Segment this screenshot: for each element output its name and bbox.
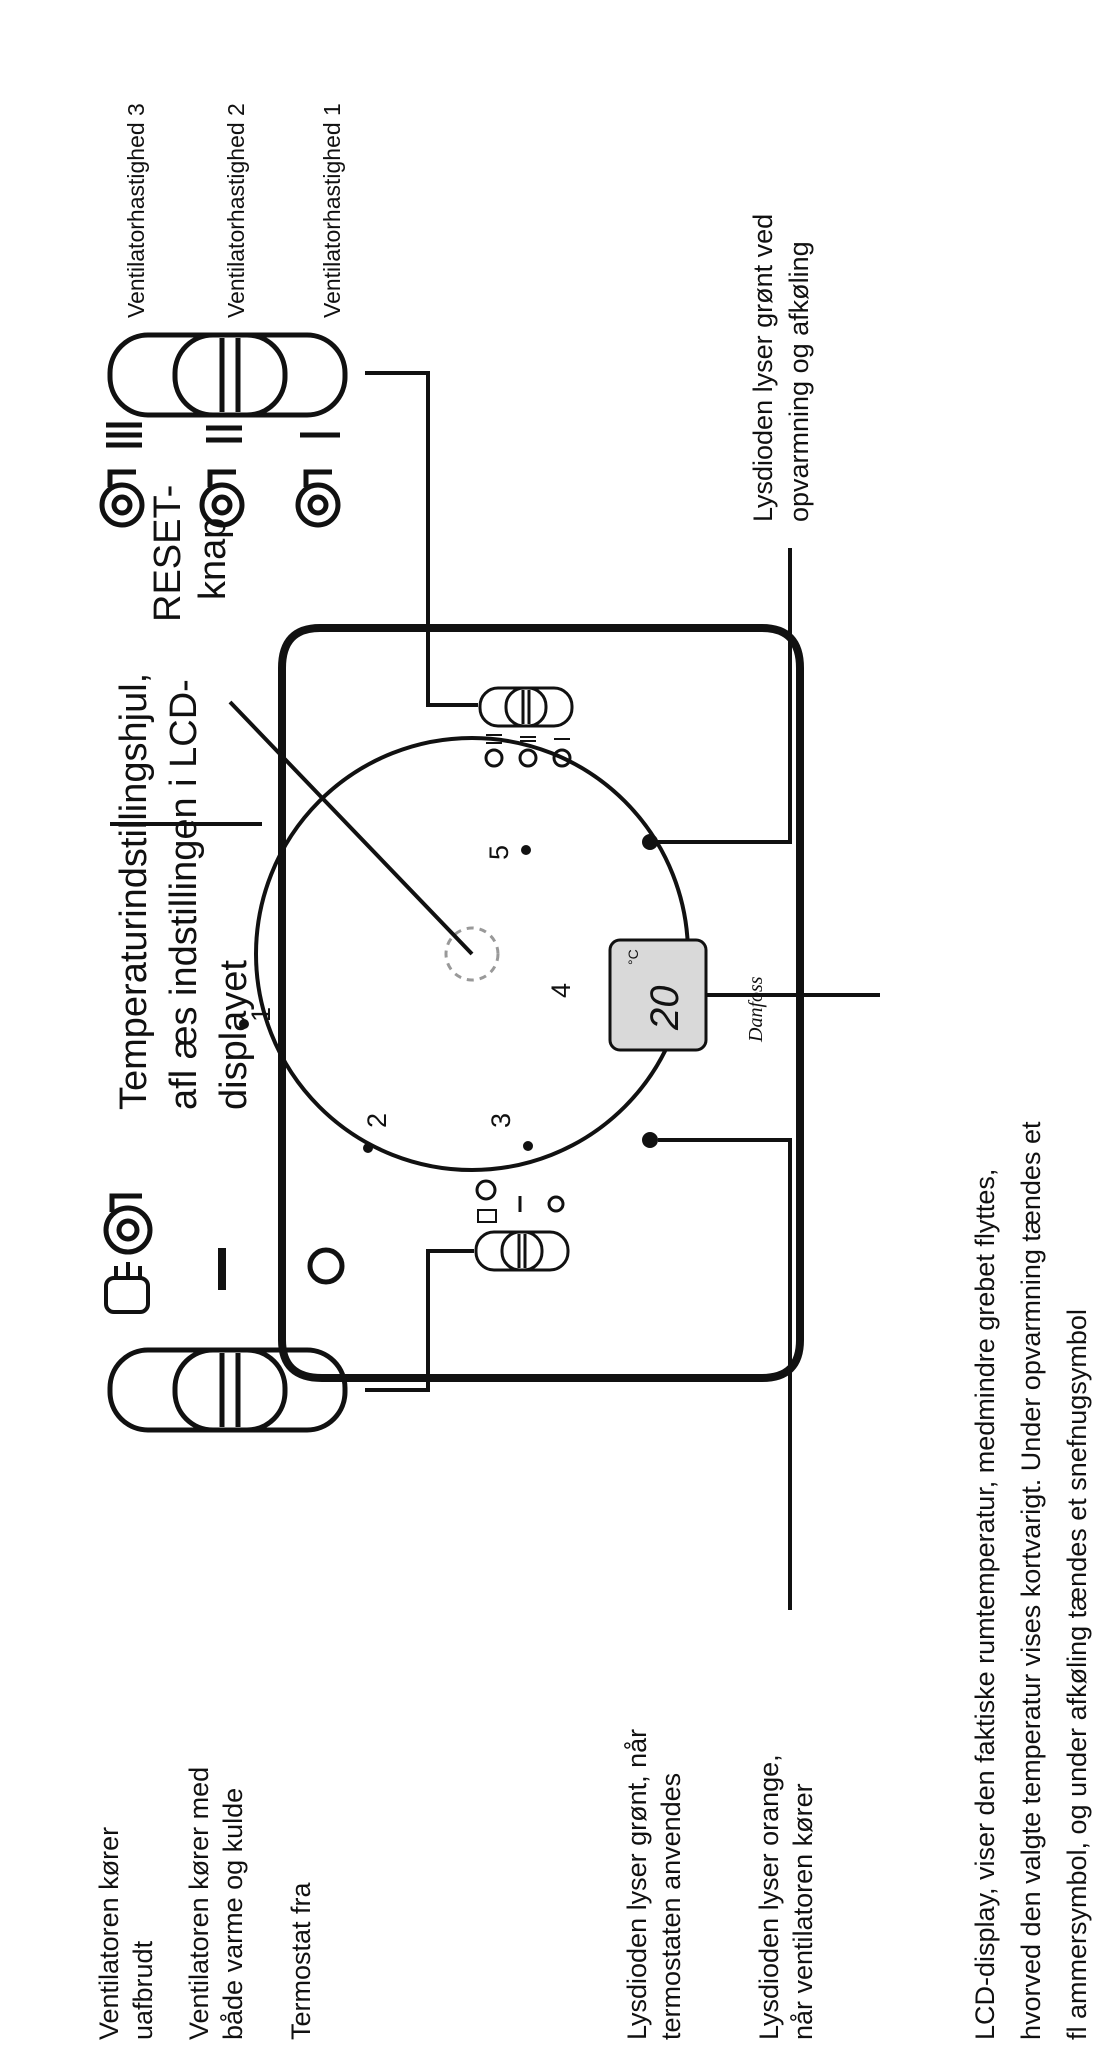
- label-lcd-line3: fl ammersymbol, og under afkøling tændes…: [1062, 1309, 1092, 2040]
- label-temp-wheel-line2: afl æs indstillingen i LCD-: [163, 679, 205, 1110]
- dial-number-2: 2: [362, 1113, 392, 1128]
- label-fan-continuous-line2: uafbrudt: [128, 1940, 158, 2040]
- dial-number-3: 3: [486, 1113, 516, 1128]
- label-fan-continuous-line1: Ventilatoren kører: [94, 1827, 124, 2040]
- led-heating-cooling: [642, 834, 658, 850]
- label-thermostat-off: Termostat fra: [286, 1881, 316, 2040]
- label-fan-both-line2: både varme og kulde: [218, 1788, 248, 2040]
- thermostat-body: [278, 624, 804, 1382]
- device-fan-speed-switch[interactable]: [478, 686, 574, 728]
- label-reset-line1: RESET-: [147, 485, 189, 622]
- leader-led-orange: [658, 1138, 792, 1610]
- fan-icon-continuous: [103, 1193, 153, 1255]
- label-fan-both-line1: Ventilatoren kører med: [184, 1767, 214, 2040]
- label-fan-speed-1: Ventilatorhastighed 1: [319, 103, 345, 318]
- fan-speed-switch-zoom: [107, 332, 348, 418]
- label-lcd-line1: LCD-display, viser den faktiske rumtempe…: [970, 1169, 1000, 2040]
- fan-icon-speed-2: [199, 469, 245, 528]
- device-fan-speed-icons: [484, 734, 572, 768]
- label-led-orange-line2: når ventilatoren kører: [788, 1783, 818, 2040]
- leader-led-heating: [658, 548, 792, 844]
- fan-icon-speed-3: [99, 469, 145, 528]
- lcd-temperature-unit: °C: [625, 949, 641, 965]
- dial-marks: [239, 845, 625, 1153]
- device-mode-switch[interactable]: [474, 1230, 570, 1272]
- led-thermostat: [642, 1132, 658, 1148]
- label-temp-wheel-line3: displayet: [213, 960, 255, 1110]
- label-led-orange-line1: Lysdioden lyser orange,: [754, 1754, 784, 2040]
- lcd-temperature-value: 20: [643, 986, 687, 1032]
- thermostat-off-mark: [307, 1247, 345, 1285]
- label-reset-line2: knap: [192, 518, 234, 600]
- fan-speed-2-mark: [206, 425, 242, 443]
- label-fan-speed-2: Ventilatorhastighed 2: [223, 103, 249, 318]
- dial-number-5: 5: [484, 845, 514, 860]
- label-fan-speed-3: Ventilatorhastighed 3: [123, 103, 149, 318]
- label-lcd-line2: hvorved den valgte temperatur vises kort…: [1016, 1121, 1046, 2040]
- leader-fan-switch: [365, 371, 478, 707]
- fan-icon-speed-1: [295, 469, 341, 528]
- brand-logo: Danfoss: [745, 976, 767, 1043]
- leader-mode-switch: [365, 1249, 474, 1392]
- label-led-thermostat-line1: Lysdioden lyser grønt, når: [622, 1729, 652, 2040]
- leader-reset: [228, 700, 474, 956]
- mode-switch-zoom: [107, 1347, 348, 1433]
- label-led-thermostat-line2: termostaten anvendes: [656, 1773, 686, 2040]
- dial-number-1: 1: [246, 1007, 276, 1022]
- dial-number-4: 4: [546, 983, 576, 998]
- reset-button[interactable]: [444, 926, 500, 982]
- device-mode-icons: [475, 1179, 565, 1223]
- fan-speed-3-mark: [106, 422, 142, 448]
- label-led-green-heating-line2: opvarmning og afkøling: [784, 241, 814, 522]
- hand-icon: [104, 1262, 150, 1314]
- label-temp-wheel-line1: Temperaturindstillingshjul,: [113, 673, 155, 1110]
- label-led-green-heating-line1: Lysdioden lyser grønt ved: [748, 214, 778, 522]
